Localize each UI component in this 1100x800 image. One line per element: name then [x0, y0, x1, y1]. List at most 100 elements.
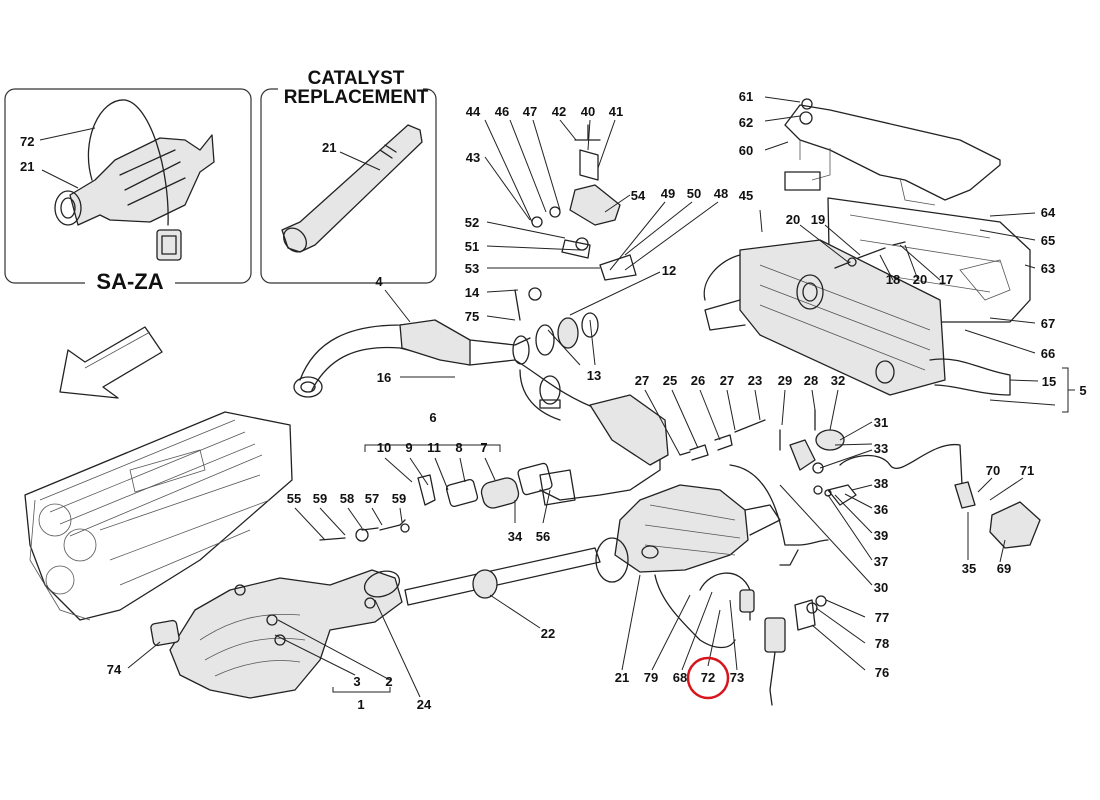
inset-catalyst-title-line2: REPLACEMENT: [284, 87, 429, 108]
label-40: 40: [581, 104, 595, 119]
label-2: 2: [385, 674, 392, 689]
label-30: 30: [874, 580, 888, 595]
inset-saza-label-72: 72: [20, 134, 34, 149]
inset-catalyst-title-bg: [278, 65, 423, 107]
label-13: 13: [587, 368, 601, 383]
label-67: 67: [1041, 316, 1055, 331]
label-16: 16: [377, 370, 391, 385]
label-43: 43: [466, 150, 480, 165]
inset-saza-label-21: 21: [20, 159, 34, 174]
label-31: 31: [874, 415, 888, 430]
label-18: 18: [886, 272, 900, 287]
label-65: 65: [1041, 233, 1055, 248]
label-54: 54: [631, 188, 646, 203]
inset-saza-title: SA-ZA: [96, 269, 163, 294]
label-70: 70: [986, 463, 1000, 478]
label-7: 7: [480, 440, 487, 455]
label-32: 32: [831, 373, 845, 388]
front-pipe-4: [293, 319, 669, 501]
inset-catalyst-label-21: 21: [322, 140, 336, 155]
label-66: 66: [1041, 346, 1055, 361]
spring-group-6: [319, 462, 553, 542]
inset-saza-title-bg: [85, 268, 175, 294]
top-bracket-40: [514, 124, 637, 321]
label-3: 3: [353, 674, 360, 689]
leader-lines: [127, 96, 1075, 698]
inset-catalyst-title-line1: CATALYST: [308, 68, 405, 89]
label-35: 35: [962, 561, 976, 576]
hanger-28-32: [779, 409, 845, 474]
label-39: 39: [874, 528, 888, 543]
label-34: 34: [508, 529, 523, 544]
exhaust-manifold: [150, 569, 403, 699]
label-59-b: 59: [392, 491, 406, 506]
label-33: 33: [874, 441, 888, 456]
spring-group-25: [679, 419, 766, 461]
label-42: 42: [552, 104, 566, 119]
label-63: 63: [1041, 261, 1055, 276]
label-55: 55: [287, 491, 301, 506]
label-37: 37: [874, 554, 888, 569]
replacement-pipe: [281, 124, 423, 253]
label-36: 36: [874, 502, 888, 517]
bracket-sensor-38: [813, 484, 857, 506]
label-8: 8: [455, 440, 462, 455]
label-57: 57: [365, 491, 379, 506]
label-49: 49: [661, 186, 675, 201]
label-25: 25: [663, 373, 677, 388]
main-catalyst: [595, 484, 781, 583]
label-45: 45: [739, 188, 753, 203]
label-29: 29: [778, 373, 792, 388]
label-12: 12: [662, 263, 676, 278]
label-64: 64: [1041, 205, 1056, 220]
label-10: 10: [377, 440, 391, 455]
label-27-a: 27: [635, 373, 649, 388]
label-71: 71: [1020, 463, 1034, 478]
label-76: 76: [875, 665, 889, 680]
label-14: 14: [465, 285, 480, 300]
label-28: 28: [804, 373, 818, 388]
label-60: 60: [739, 143, 753, 158]
label-56: 56: [536, 529, 550, 544]
label-69: 69: [997, 561, 1011, 576]
bracket-17-20: [834, 241, 906, 269]
label-59-a: 59: [313, 491, 327, 506]
label-23: 23: [748, 373, 762, 388]
ecu-module-69: [989, 501, 1041, 549]
label-19: 19: [811, 212, 825, 227]
label-73: 73: [730, 670, 744, 685]
label-4: 4: [375, 274, 383, 289]
label-26: 26: [691, 373, 705, 388]
inset-saza: SA-ZA 72 21: [4, 88, 252, 294]
inset-catalyst-replacement: CATALYST REPLACEMENT 21: [260, 65, 437, 284]
label-6: 6: [429, 410, 436, 425]
label-41: 41: [609, 104, 623, 119]
label-61: 61: [739, 89, 753, 104]
label-68: 68: [673, 670, 687, 685]
flange-group-13: [512, 312, 599, 409]
inset-saza-catalyst: [54, 99, 215, 261]
direction-arrow-icon: [59, 326, 163, 399]
flange-56: [539, 469, 576, 506]
label-15: 15: [1042, 374, 1056, 389]
label-78: 78: [875, 636, 889, 651]
label-53: 53: [465, 261, 479, 276]
heat-shield: [784, 98, 1001, 206]
ring-22: [472, 569, 498, 599]
lambda-sensors: [654, 444, 976, 706]
label-38: 38: [874, 476, 888, 491]
label-5: 5: [1079, 383, 1086, 398]
part-labels: 44 46 47 42 40 41 43 54 49 50 48 45 52 5…: [107, 89, 1087, 712]
pipe-22: [404, 547, 601, 606]
label-48: 48: [714, 186, 728, 201]
label-44: 44: [466, 104, 481, 119]
rear-silencer: [703, 239, 1011, 396]
label-72-highlighted: 72: [701, 670, 715, 685]
label-51: 51: [465, 239, 479, 254]
label-20-a: 20: [786, 212, 800, 227]
label-52: 52: [465, 215, 479, 230]
label-9: 9: [405, 440, 412, 455]
highlight-circle-72: [686, 656, 730, 700]
label-62: 62: [739, 115, 753, 130]
